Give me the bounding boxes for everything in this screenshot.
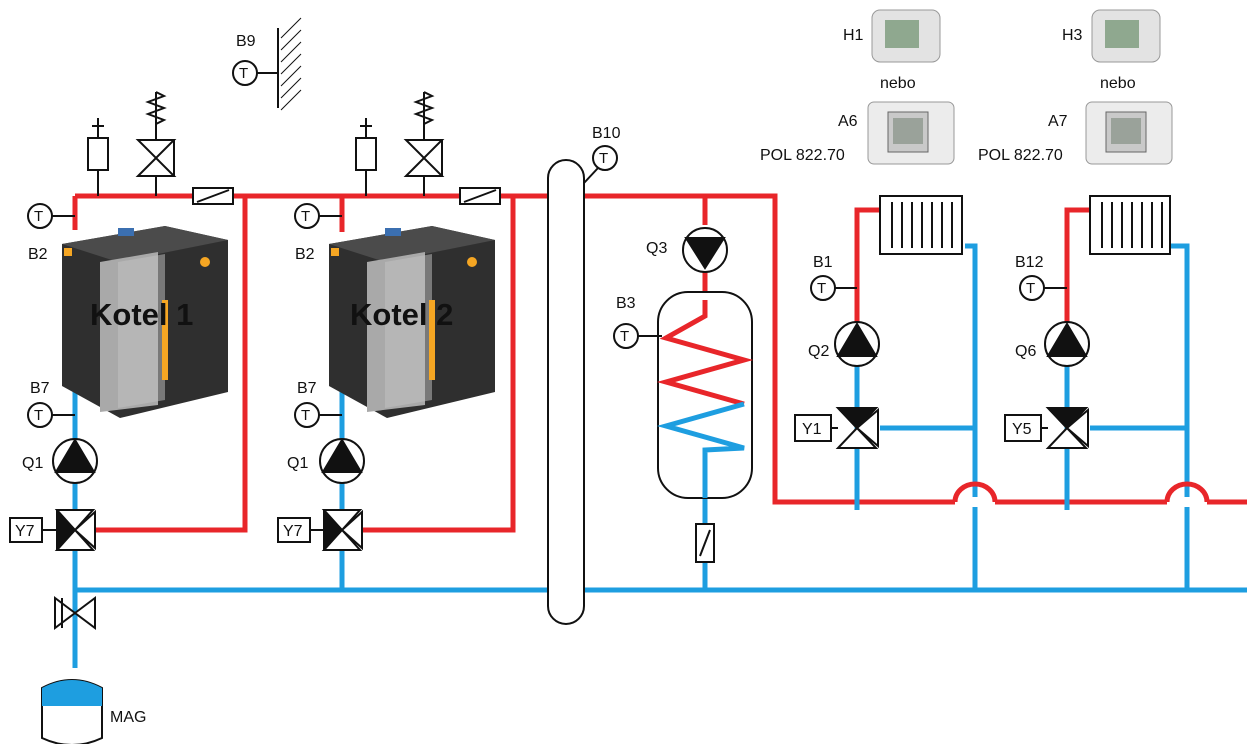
hydraulic-separator: T B10 — [547, 125, 621, 625]
boiler-1: T B2 Kotel 1 B7 T Q1 Y7 — [9, 91, 234, 551]
svg-text:T: T — [301, 407, 310, 424]
outdoor-sensor: B9 T — [232, 17, 302, 111]
svg-text:T: T — [34, 407, 43, 424]
svg-text:Q1: Q1 — [287, 455, 308, 472]
svg-text:B12: B12 — [1015, 254, 1044, 271]
svg-text:T: T — [239, 65, 248, 82]
svg-text:B10: B10 — [592, 125, 621, 142]
svg-text:B2: B2 — [295, 246, 315, 263]
svg-text:Y7: Y7 — [283, 523, 303, 540]
svg-text:H1: H1 — [843, 27, 864, 44]
expansion-vessel: MAG — [41, 596, 146, 746]
boiler-1-label: Kotel 1 — [90, 297, 193, 332]
svg-text:POL 822.70: POL 822.70 — [978, 147, 1063, 164]
svg-text:Q1: Q1 — [22, 455, 43, 472]
svg-text:B2: B2 — [28, 246, 48, 263]
svg-text:MAG: MAG — [110, 709, 146, 726]
svg-text:Q3: Q3 — [646, 240, 667, 257]
svg-text:Y5: Y5 — [1012, 421, 1032, 438]
svg-text:T: T — [301, 208, 310, 225]
svg-text:nebo: nebo — [1100, 75, 1136, 92]
dhw-tank: Q3 B3 T — [613, 227, 754, 563]
svg-text:T: T — [599, 150, 608, 167]
svg-text:T: T — [34, 208, 43, 225]
svg-text:B7: B7 — [30, 380, 50, 397]
svg-text:POL 822.70: POL 822.70 — [760, 147, 845, 164]
pipe-crossovers — [952, 481, 1210, 507]
svg-text:T: T — [620, 328, 629, 345]
heating-circuit-1: B1 T Q2 Y1 H1 nebo A6 POL 822.70 — [760, 9, 963, 449]
svg-text:Y1: Y1 — [802, 421, 822, 438]
boiler-2-label: Kotel 2 — [350, 297, 453, 332]
svg-text:A7: A7 — [1048, 113, 1068, 130]
heating-circuit-2: B12 T Q6 Y5 H3 nebo A7 POL 822.70 — [978, 9, 1173, 449]
svg-text:Y7: Y7 — [15, 523, 35, 540]
svg-text:B9: B9 — [236, 33, 256, 50]
svg-text:A6: A6 — [838, 113, 858, 130]
boiler-2: T B2 Kotel 2 B7 T Q1 Y7 — [277, 91, 501, 551]
svg-text:Q2: Q2 — [808, 343, 829, 360]
svg-text:B7: B7 — [297, 380, 317, 397]
svg-text:nebo: nebo — [880, 75, 916, 92]
svg-text:T: T — [1026, 280, 1035, 297]
svg-text:B1: B1 — [813, 254, 833, 271]
svg-text:H3: H3 — [1062, 27, 1083, 44]
svg-text:Q6: Q6 — [1015, 343, 1036, 360]
svg-text:T: T — [817, 280, 826, 297]
svg-text:B3: B3 — [616, 295, 636, 312]
